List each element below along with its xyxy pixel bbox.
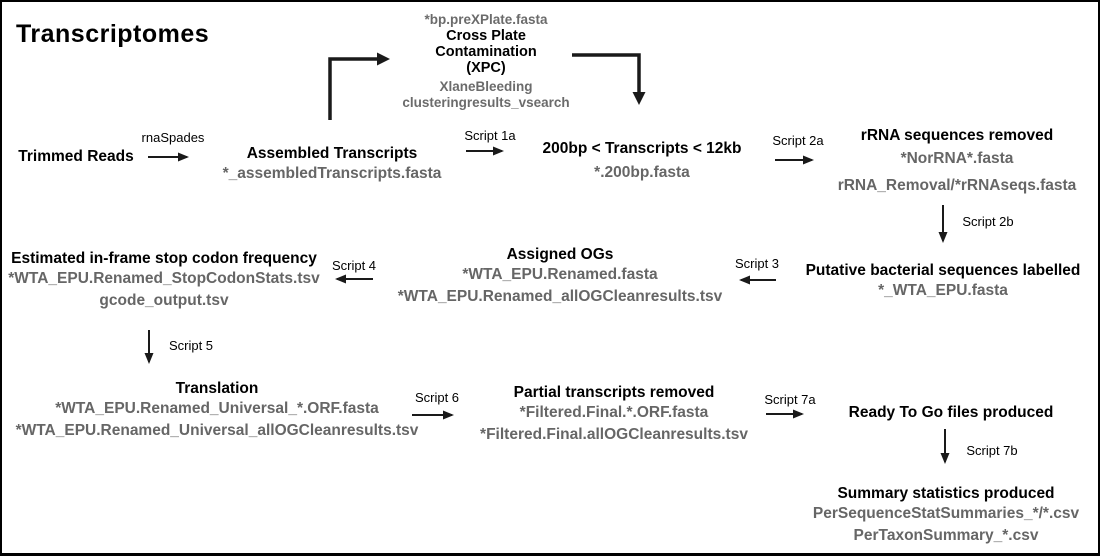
node-file: rRNA_Removal/*rRNAseqs.fasta xyxy=(837,177,1077,194)
xpc-title-line-2: Contamination xyxy=(435,44,537,60)
node-title: Estimated in-frame stop codon frequency xyxy=(11,250,317,267)
arrow-label-script-3: Script 3 xyxy=(734,256,780,271)
node-trimmed-reads: Trimmed Reads xyxy=(18,147,133,166)
node-rrna-removed: rRNA sequences removed *NorRNA*.fasta rR… xyxy=(838,126,1077,199)
node-file: PerSequenceStatSummaries_*/*.csv xyxy=(812,505,1080,522)
node-partial-removed: Partial transcripts removed *Filtered.Fi… xyxy=(480,383,748,446)
node-file: PerTaxonSummary_*.csv xyxy=(853,527,1039,544)
arrow-label-script-5: Script 5 xyxy=(168,338,214,353)
arrow-label-rnaspades: rnaSpades xyxy=(141,130,205,145)
node-title: Partial transcripts removed xyxy=(513,384,715,401)
node-cross-plate-contamination: *bp.preXPlate.fasta Cross Plate Contamin… xyxy=(402,12,569,111)
arrow-label-script-2b: Script 2b xyxy=(962,214,1014,229)
node-summary-statistics: Summary statistics produced PerSequenceS… xyxy=(813,484,1079,547)
arrow-label-script-7a: Script 7a xyxy=(764,392,816,407)
node-length-filtered: 200bp < Transcripts < 12kb *.200bp.fasta xyxy=(542,139,741,184)
node-assigned-ogs: Assigned OGs *WTA_EPU.Renamed.fasta *WTA… xyxy=(398,245,722,308)
xpc-title-line-1: Cross Plate xyxy=(446,28,526,44)
node-title: Putative bacterial sequences labelled xyxy=(805,262,1081,279)
node-file: gcode_output.tsv xyxy=(99,292,229,309)
arrow-label-script-4: Script 4 xyxy=(331,258,377,273)
node-title: rRNA sequences removed xyxy=(860,127,1054,144)
node-ready-to-go: Ready To Go files produced xyxy=(849,403,1054,422)
node-title: Trimmed Reads xyxy=(18,148,134,165)
node-file: *.200bp.fasta xyxy=(594,164,690,181)
arrow-label-script-1a: Script 1a xyxy=(464,128,516,143)
node-title: Summary statistics produced xyxy=(837,485,1055,502)
node-file: *WTA_EPU.Renamed.fasta xyxy=(462,266,658,283)
node-title: Assembled Transcripts xyxy=(246,145,418,162)
node-file: *Filtered.Final.*.ORF.fasta xyxy=(519,404,709,421)
node-file: *WTA_EPU.Renamed_StopCodonStats.tsv xyxy=(8,270,320,287)
node-assembled-transcripts: Assembled Transcripts *_assembledTranscr… xyxy=(223,144,442,185)
node-file: *_WTA_EPU.fasta xyxy=(878,282,1008,299)
arrow-label-script-7b: Script 7b xyxy=(966,443,1018,458)
xpc-output-file-1: XlaneBleeding xyxy=(439,79,533,94)
node-file: *WTA_EPU.Renamed_allOGCleanresults.tsv xyxy=(397,288,723,305)
arrow-from-xpc xyxy=(572,53,646,105)
node-file: *Filtered.Final.allOGCleanresults.tsv xyxy=(480,426,748,443)
xpc-input-file: *bp.preXPlate.fasta xyxy=(424,12,548,27)
page-title: Transcriptomes xyxy=(16,20,210,48)
node-bacterial-labelled: Putative bacterial sequences labelled *_… xyxy=(806,261,1081,302)
arrow-to-xpc xyxy=(328,52,390,120)
node-title: Translation xyxy=(175,380,259,397)
node-translation: Translation *WTA_EPU.Renamed_Universal_*… xyxy=(16,379,419,442)
node-file: *WTA_EPU.Renamed_Universal_allOGCleanres… xyxy=(15,422,419,439)
node-title: Ready To Go files produced xyxy=(848,404,1054,421)
node-title: 200bp < Transcripts < 12kb xyxy=(542,140,742,157)
node-file: *NorRNA*.fasta xyxy=(900,150,1014,167)
arrow-label-script-2a: Script 2a xyxy=(772,133,824,148)
node-title: Assigned OGs xyxy=(506,246,614,263)
node-stop-codon-frequency: Estimated in-frame stop codon frequency … xyxy=(8,249,319,312)
node-file: *WTA_EPU.Renamed_Universal_*.ORF.fasta xyxy=(55,400,379,417)
xpc-output-file-2: clusteringresults_vsearch xyxy=(402,95,570,110)
node-file: *_assembledTranscripts.fasta xyxy=(222,165,442,182)
arrow-label-script-6: Script 6 xyxy=(414,390,460,405)
xpc-title-line-3: (XPC) xyxy=(466,60,506,76)
